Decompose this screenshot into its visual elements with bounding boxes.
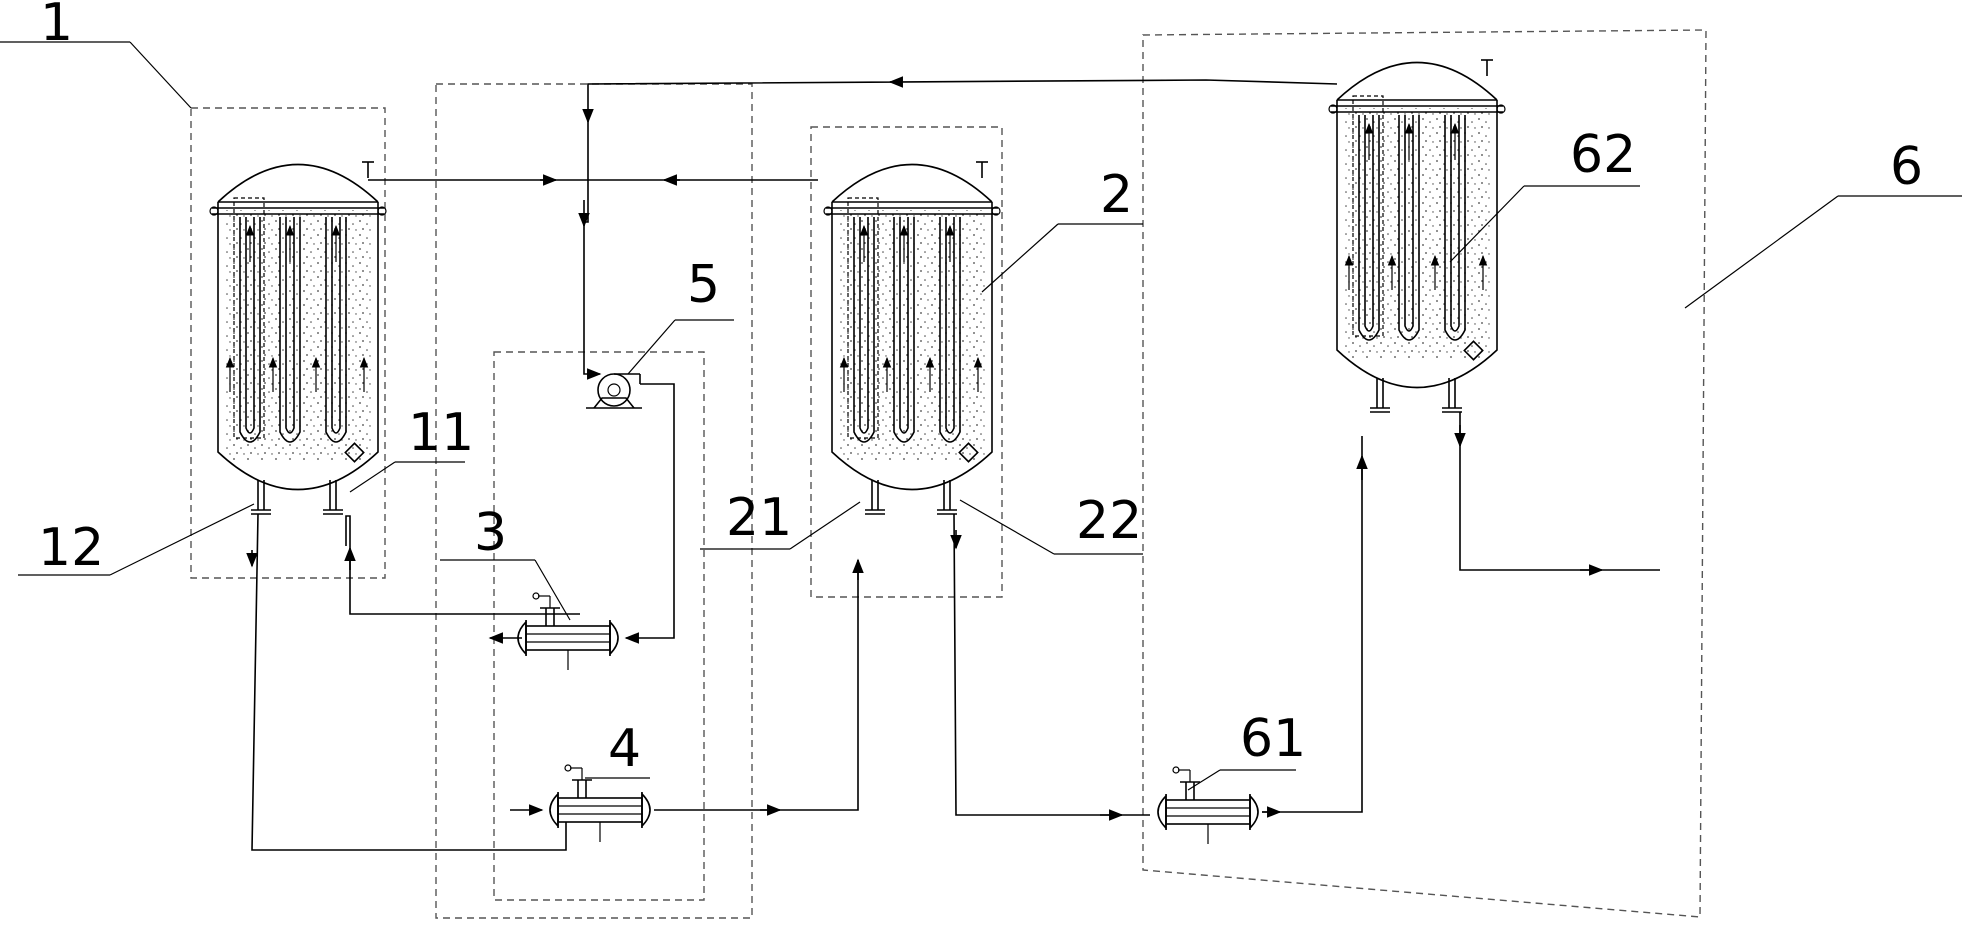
label-12: 12 [38,518,104,578]
reactor-2 [824,162,1000,514]
boundary-inner-middle [493,351,705,901]
pump-5 [586,373,642,409]
boundary-unit-1 [190,107,386,579]
leader-62 [1449,185,1525,263]
heat-exchanger-61 [1157,766,1259,845]
boundary-unit-6 [1142,29,1707,918]
hx3-to-reactor1-line [345,515,580,615]
label-21: 21 [726,488,792,548]
reactor1-outlet-line [251,513,567,851]
leader-22 [959,499,1055,555]
heat-exchanger-3 [517,592,619,671]
leader-61 [1187,769,1221,791]
label-2: 2 [1100,165,1133,225]
leader-2 [981,223,1059,293]
label-61: 61 [1240,709,1306,769]
boundary-unit-2 [810,126,1003,598]
reactor2-outlet-line [953,513,1150,816]
label-4: 4 [608,719,641,779]
label-6: 6 [1890,137,1923,197]
pump-discharge-line [624,383,675,644]
product-outlet-line [1459,412,1660,571]
leader-11 [349,461,396,493]
label-62: 62 [1570,125,1636,185]
label-1: 1 [40,0,73,53]
label-5: 5 [687,255,720,315]
hx61-to-reactor6-line [1262,436,1363,813]
leader-5 [627,319,676,375]
reactor-6 [1329,60,1505,412]
hx4-to-reactor2-line [654,560,859,811]
label-11: 11 [408,403,474,463]
label-3: 3 [474,503,507,563]
label-22: 22 [1076,491,1142,551]
leader-6 [1684,195,1839,309]
reactor-1 [210,162,386,514]
